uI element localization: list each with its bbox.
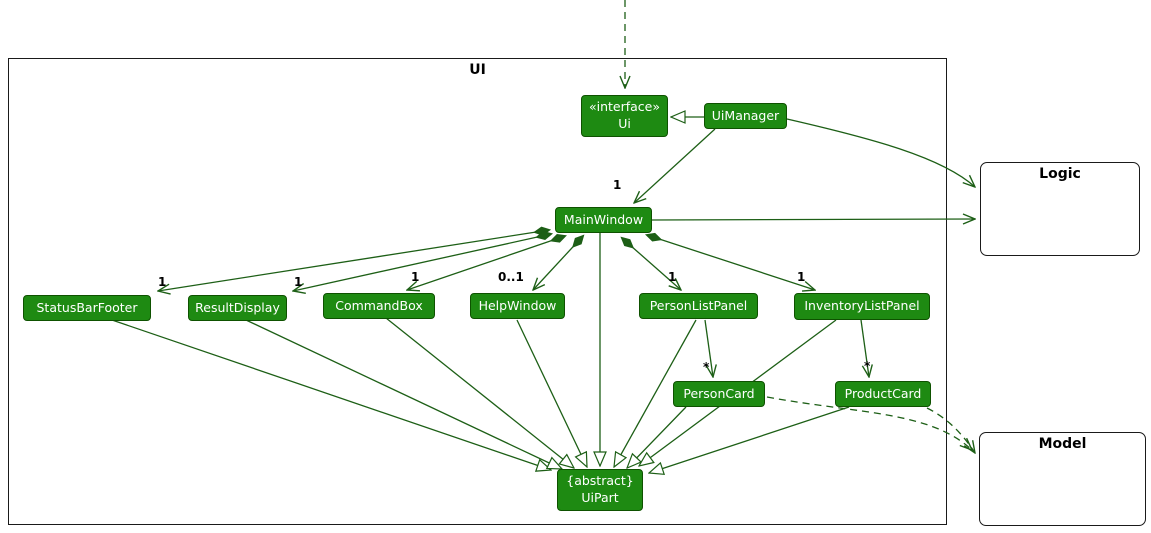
multiplicity-helpwindow: 0..1: [498, 270, 524, 284]
edge-personcard-model: [766, 396, 972, 450]
multiplicity-resultdisplay: 1: [294, 275, 303, 289]
personcard-name: PersonCard: [683, 385, 755, 401]
personlistpanel-name: PersonListPanel: [649, 297, 748, 313]
model-frame-label: Model: [1038, 436, 1087, 452]
multiplicity-personcard: *: [703, 360, 710, 374]
productcard-name: ProductCard: [844, 385, 922, 401]
logic-frame-label: Logic: [1039, 166, 1081, 182]
class-commandbox: CommandBox: [323, 293, 435, 319]
uimanager-name: UiManager: [711, 107, 780, 123]
multiplicity-statusbarfooter: 1: [158, 275, 167, 289]
edge-commandbox-uipart: [385, 317, 574, 468]
ui-interface-stereotype: «interface»: [588, 99, 661, 115]
resultdisplay-name: ResultDisplay: [195, 299, 280, 315]
edge-mainwindow-logic: [651, 219, 975, 220]
logic-frame: Logic: [980, 162, 1140, 256]
class-resultdisplay: ResultDisplay: [188, 295, 287, 321]
multiplicity-personlistpanel: 1: [668, 270, 677, 284]
edge-personlistpanel-personcard: [704, 319, 713, 377]
class-productcard: ProductCard: [835, 381, 931, 407]
multiplicity-productcard: *: [864, 359, 871, 373]
edge-productcard-uipart: [649, 406, 850, 473]
edge-productcard-model: [926, 407, 975, 453]
edge-mainwindow-statusbarfooter: [158, 230, 549, 291]
edge-uimanager-logic: [786, 118, 975, 187]
mainwindow-name: MainWindow: [563, 211, 644, 227]
edge-personcard-uipart: [627, 406, 687, 468]
edge-mainwindow-inventorylistpanel: [647, 235, 815, 290]
edge-helpwindow-uipart: [516, 319, 587, 467]
edge-uimanager-mainwindow: [634, 128, 716, 203]
edge-mainwindow-helpwindow: [533, 236, 583, 290]
class-inventorylistpanel: InventoryListPanel: [794, 293, 930, 320]
class-mainwindow: MainWindow: [555, 207, 652, 233]
edge-personlistpanel-uipart: [614, 319, 697, 467]
statusbarfooter-name: StatusBarFooter: [36, 299, 138, 315]
commandbox-name: CommandBox: [335, 297, 423, 313]
edge-resultdisplay-uipart: [245, 319, 562, 469]
edge-statusbarfooter-uipart: [111, 319, 551, 470]
uipart-name: UiPart: [581, 490, 619, 505]
class-personlistpanel: PersonListPanel: [639, 293, 758, 319]
model-frame: Model: [979, 432, 1146, 526]
uipart-stereotype: {abstract}: [566, 473, 634, 489]
inventorylistpanel-name: InventoryListPanel: [804, 298, 920, 314]
class-uipart: {abstract} UiPart: [557, 469, 643, 511]
class-uimanager: UiManager: [704, 103, 787, 129]
class-personcard: PersonCard: [673, 381, 765, 407]
class-statusbarfooter: StatusBarFooter: [23, 295, 151, 321]
class-helpwindow: HelpWindow: [470, 293, 565, 319]
ui-interface-name: Ui: [618, 116, 631, 131]
edge-inventorylistpanel-productcard: [860, 319, 869, 377]
multiplicity-inventorylistpanel: 1: [797, 270, 806, 284]
multiplicity-commandbox: 1: [411, 270, 420, 284]
ui-frame-label: UI: [469, 62, 486, 78]
helpwindow-name: HelpWindow: [478, 297, 557, 313]
class-ui-interface: «interface» Ui: [581, 95, 668, 137]
multiplicity-mainwindow: 1: [613, 178, 622, 192]
